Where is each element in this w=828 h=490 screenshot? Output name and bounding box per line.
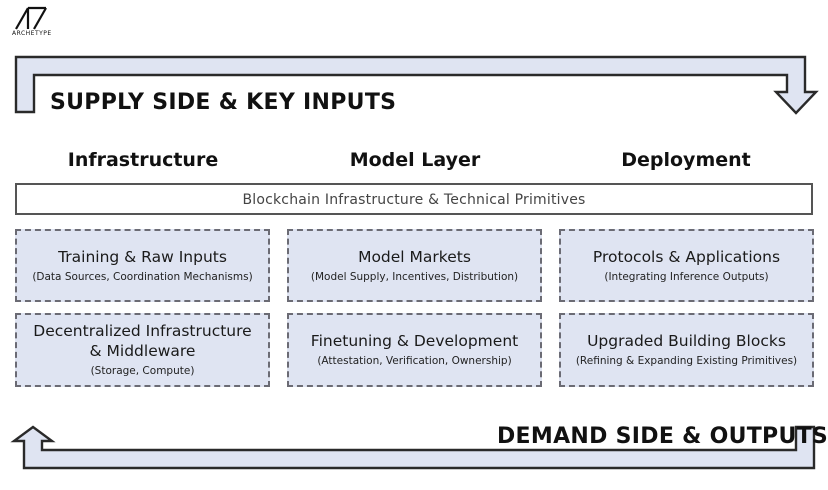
demand-side-title: DEMAND SIDE & OUTPUTS xyxy=(497,424,828,449)
cell-upgraded-building-blocks: Upgraded Building Blocks (Refining & Exp… xyxy=(559,313,814,387)
cell-title: Model Markets xyxy=(358,247,471,266)
archetype-logo-icon xyxy=(15,6,47,30)
cell-protocols-applications: Protocols & Applications (Integrating In… xyxy=(559,229,814,302)
band-label: Blockchain Infrastructure & Technical Pr… xyxy=(242,192,586,208)
cell-finetuning-development: Finetuning & Development (Attestation, V… xyxy=(287,313,542,387)
cell-subtitle: (Data Sources, Coordination Mechanisms) xyxy=(32,270,253,283)
cell-title: Protocols & Applications xyxy=(592,247,781,266)
cell-decentralized-infrastructure: Decentralized Infrastructure & Middlewar… xyxy=(15,313,270,387)
column-header-infrastructure: Infrastructure xyxy=(67,149,219,171)
column-header-deployment: Deployment xyxy=(621,149,751,171)
column-header-model-layer: Model Layer xyxy=(349,149,481,171)
blockchain-infrastructure-band: Blockchain Infrastructure & Technical Pr… xyxy=(15,183,813,215)
supply-side-title: SUPPLY SIDE & KEY INPUTS xyxy=(50,90,397,115)
cell-subtitle: (Refining & Expanding Existing Primitive… xyxy=(575,355,798,367)
cell-title: Finetuning & Development xyxy=(310,332,519,350)
logo-text: ARCHETYPE xyxy=(12,30,52,37)
cell-subtitle: (Attestation, Verification, Ownership) xyxy=(317,355,512,367)
cell-subtitle: (Integrating Inference Outputs) xyxy=(604,270,769,283)
cell-title: Upgraded Building Blocks xyxy=(587,332,786,350)
cell-training-raw-inputs: Training & Raw Inputs (Data Sources, Coo… xyxy=(15,229,270,302)
cell-model-markets: Model Markets (Model Supply, Incentives,… xyxy=(287,229,542,302)
cell-title: Training & Raw Inputs xyxy=(58,247,227,266)
cell-subtitle: (Storage, Compute) xyxy=(90,365,195,377)
cell-subtitle: (Model Supply, Incentives, Distribution) xyxy=(310,270,519,283)
cell-title: Decentralized Infrastructure & Middlewar… xyxy=(33,322,252,360)
supply-flow-arrow xyxy=(14,55,819,115)
demand-flow-arrow xyxy=(10,425,816,470)
